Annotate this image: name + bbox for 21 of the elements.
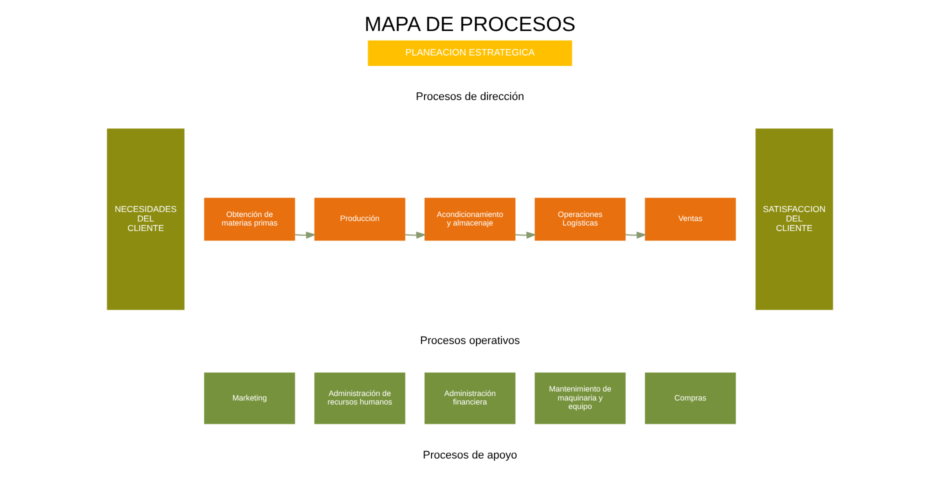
arrow bbox=[294, 232, 316, 239]
node-box: Acondicionamiento y almacenaje bbox=[424, 198, 516, 241]
node-box: Compras bbox=[644, 372, 736, 424]
arrow bbox=[405, 232, 426, 239]
node-box: Producción bbox=[314, 198, 406, 241]
label: Procesos operativos bbox=[420, 335, 520, 348]
node-box: Obtención de materias primas bbox=[204, 198, 296, 241]
arrow bbox=[515, 232, 537, 239]
node-box: Marketing bbox=[204, 372, 296, 424]
label: Procesos de dirección bbox=[416, 91, 524, 104]
diagram-title: MAPA DE PROCESOS bbox=[364, 12, 576, 36]
node-box: Administración de recursos humanos bbox=[314, 372, 406, 424]
node-box: Mantenimiento de maquinaria y equipo bbox=[534, 372, 626, 424]
node-box: Ventas bbox=[644, 198, 736, 241]
label: Procesos de apoyo bbox=[422, 449, 518, 462]
node-box: Administración financiera bbox=[424, 372, 516, 424]
node-box: Operaciones Logísticas bbox=[534, 198, 626, 241]
node-box: SATISFACCION DEL CLIENTE bbox=[756, 128, 834, 310]
node-box: PLANEACION ESTRATEGICA bbox=[368, 40, 572, 66]
arrow bbox=[626, 232, 647, 239]
node-box: NECESIDADES DEL CLIENTE bbox=[106, 128, 184, 310]
